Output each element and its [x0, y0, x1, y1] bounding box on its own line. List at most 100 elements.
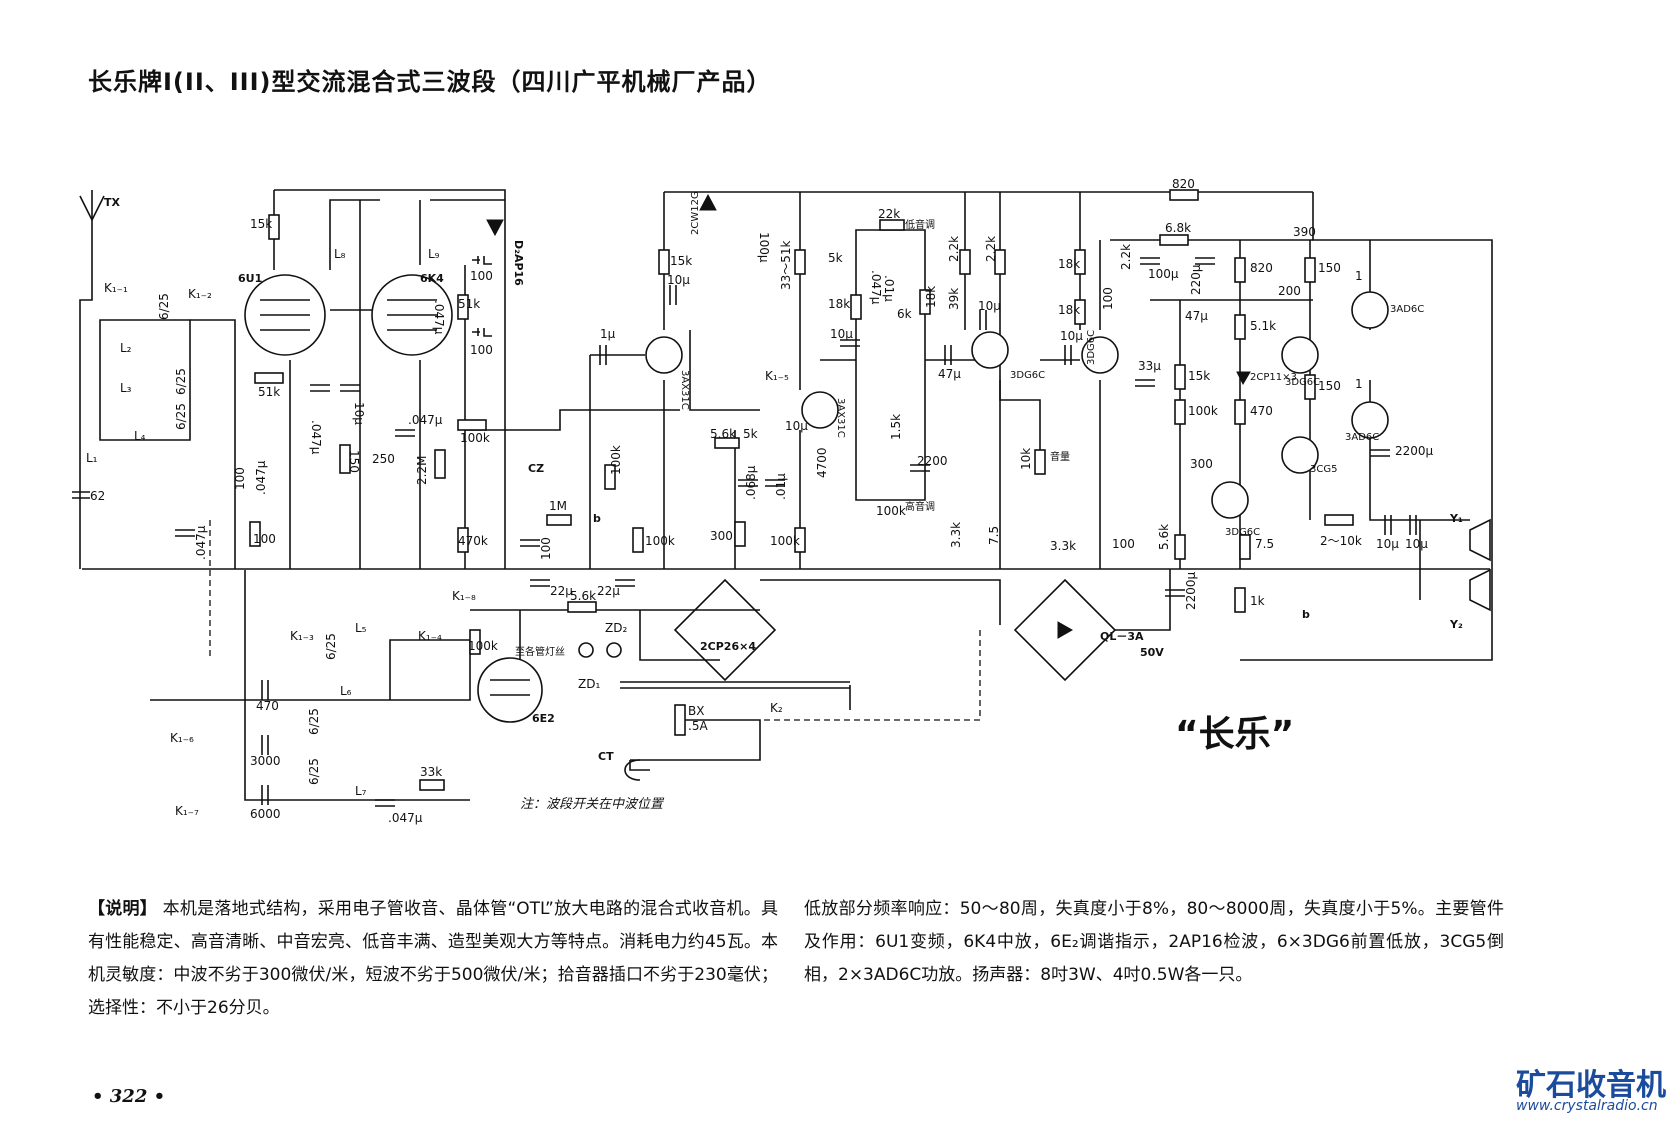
label-coil-l2: L₂	[120, 341, 132, 355]
resistor	[469, 629, 481, 655]
label-detector: D₂AP16	[512, 240, 525, 286]
capacitor	[472, 328, 492, 337]
bridge-2-outline	[1013, 578, 1117, 682]
label-c62: 62	[90, 489, 105, 503]
capacitor	[1384, 515, 1392, 535]
label-r100: 100	[253, 532, 276, 546]
label-r470: 470	[1250, 404, 1273, 418]
label-c10u-b: 10μ	[667, 273, 690, 287]
label-c47u-a: 47μ	[938, 367, 961, 381]
label-r15k-b: 15k	[670, 254, 692, 268]
label-q1: 3AX31C	[679, 370, 690, 410]
capacitor	[1064, 345, 1072, 365]
label-r2-2k-b: 2.2k	[984, 236, 998, 262]
label-r3-3k-a: 3.3k	[949, 522, 963, 548]
watermark-url: www.crystalradio.cn	[1516, 1098, 1658, 1114]
label-r100k-b: 100k	[609, 445, 623, 475]
resistor	[734, 521, 746, 547]
label-c470: 470	[256, 699, 279, 713]
page-title: 长乐牌I(II、III)型交流混合式三波段（四川广平机械厂产品）	[88, 68, 772, 96]
label-c10u-h: 10μ	[1405, 537, 1428, 551]
switch-note: 注：波段开关在中波位置	[520, 797, 664, 812]
label-sw-k17: K₁₋₇	[175, 804, 199, 818]
capacitor	[944, 345, 952, 365]
capacitor	[261, 785, 269, 805]
label-c2200u-b: 2200μ	[1395, 444, 1434, 458]
label-c1u: 1μ	[600, 327, 616, 341]
resistor	[919, 289, 931, 315]
resistors	[249, 189, 1354, 791]
resistor	[1074, 299, 1086, 325]
resistor	[457, 294, 469, 320]
capacitor	[310, 384, 330, 392]
label-r33-51k: 33～51k	[779, 240, 793, 290]
resistor	[1304, 257, 1316, 283]
label-coil-l3: L₃	[120, 381, 132, 395]
label-c6000: 6000	[250, 807, 281, 821]
tube-6k4-grids	[387, 299, 437, 331]
resistor	[1234, 314, 1246, 340]
label-r390: 390	[1293, 225, 1316, 239]
label-r4700: 4700	[815, 447, 829, 478]
label-coil-l7: L₇	[355, 784, 367, 798]
label-r15k-c: 15k	[1188, 369, 1210, 383]
label-r1-a: 1	[1355, 269, 1363, 283]
label-bridge-2: QL－3A	[1100, 630, 1144, 643]
label-c100u-b: 100μ	[1148, 267, 1179, 281]
component-labels: TX 6U1 6K4 6E2 D₂AP16 L₁ L₂ L₃ L₄ L₅ L₆ …	[86, 177, 1463, 825]
label-c2200: 2200	[917, 454, 948, 468]
label-r300: 300	[710, 529, 733, 543]
label-q8: 3AD6C	[1390, 304, 1424, 315]
label-c100u-a: 100μ	[757, 232, 771, 263]
label-q9: 3AD6C	[1345, 432, 1379, 443]
resistor	[658, 249, 670, 275]
mains-socket	[629, 760, 650, 771]
label-volume-control: 音量	[1050, 450, 1070, 463]
antenna-feed	[79, 190, 93, 569]
label-r100k-e: 100k	[770, 534, 800, 548]
bridge-2-positive	[1115, 569, 1171, 631]
description-left-body: 本机是落地式结构，采用电子管收音、晶体管“OTL”放大电路的混合式收音机。具有性…	[88, 899, 779, 1018]
resistor	[249, 521, 261, 547]
label-bridge-1: 2CP26×4	[700, 640, 756, 653]
tube-6u1-grids	[260, 299, 310, 331]
label-q4: 3DG6C	[1086, 330, 1097, 365]
label-c047-b: .047μ	[254, 460, 268, 495]
label-speaker-y1: Y₁	[1449, 512, 1463, 525]
tube-b-plus-rail	[274, 189, 506, 569]
resistor	[632, 527, 644, 553]
label-c220u: 220μ	[1189, 264, 1203, 295]
label-c200: 200	[1278, 284, 1301, 298]
resistor	[1174, 364, 1186, 390]
capacitor	[765, 479, 785, 487]
label-sw-k2: K₂	[770, 701, 783, 715]
capacitor	[472, 256, 492, 265]
detector-diode	[486, 219, 504, 237]
zener-diode	[699, 193, 717, 211]
label-c047-e: .047μ	[432, 300, 446, 335]
label-r100k-d: 100k	[468, 639, 498, 653]
label-coil-l5: L₅	[355, 621, 367, 635]
label-c10u-a: 10μ	[352, 402, 366, 425]
label-tube-6u1: 6U1	[238, 272, 262, 285]
resistor	[567, 601, 597, 613]
label-c6-25-a: 6/25	[157, 293, 171, 320]
transistor-q6	[1281, 336, 1319, 374]
label-c01-b: .01μ	[882, 275, 896, 302]
label-r150-b: 150	[1318, 261, 1341, 275]
label-zd1: ZD₁	[578, 677, 600, 691]
capacitor	[1140, 257, 1160, 265]
label-r100k-g: 100k	[1188, 404, 1218, 418]
label-c100-a: 100	[233, 467, 247, 490]
resistor	[879, 219, 905, 231]
capacitor	[261, 680, 269, 700]
label-c6-25-e: 6/25	[307, 708, 321, 735]
resistor	[1074, 249, 1086, 275]
pilot-lamp-1	[578, 642, 594, 658]
speaker-y1-icon	[1469, 518, 1491, 562]
label-c10u-e: 10μ	[978, 299, 1001, 313]
label-bass-control: 高音调	[905, 500, 935, 513]
label-r15k: 15k	[250, 217, 272, 231]
label-r820-b: 820	[1250, 261, 1273, 275]
resistor	[1234, 399, 1246, 425]
